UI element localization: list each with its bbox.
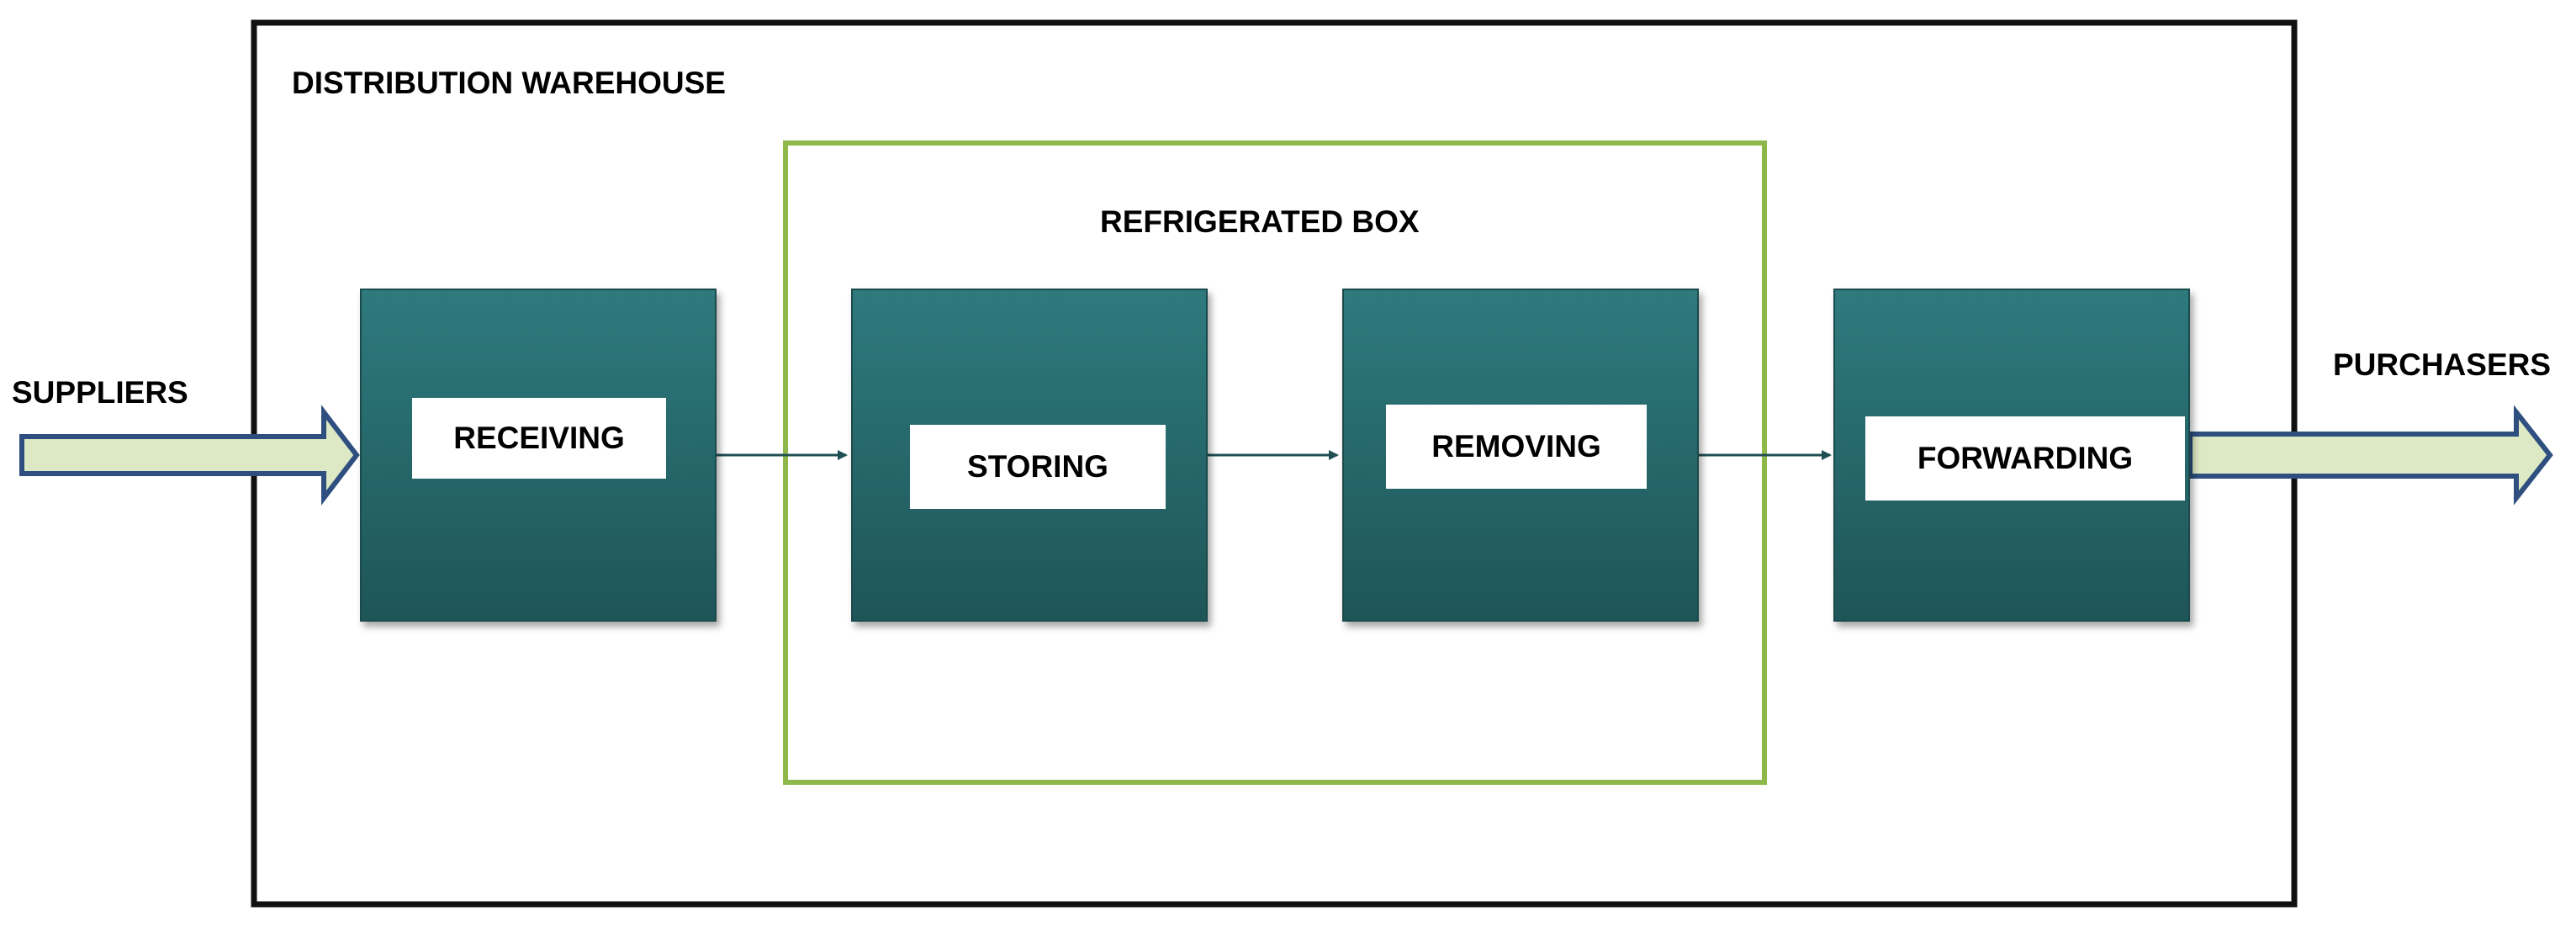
- suppliers-label: SUPPLIERS: [12, 375, 188, 410]
- stage-removing: REMOVING: [1342, 289, 1699, 622]
- stage-receiving-label: RECEIVING: [453, 421, 625, 455]
- stage-storing-label-box: STORING: [910, 425, 1166, 509]
- stage-removing-label: REMOVING: [1431, 429, 1601, 464]
- stage-forwarding: FORWARDING: [1833, 289, 2190, 622]
- stage-storing: STORING: [851, 289, 1208, 622]
- stage-removing-label-box: REMOVING: [1386, 405, 1647, 489]
- purchasers-arrow: [2187, 405, 2553, 506]
- stage-receiving-label-box: RECEIVING: [412, 398, 666, 479]
- stage-receiving: RECEIVING: [360, 289, 717, 622]
- refrigerated-box-label: REFRIGERATED BOX: [1100, 204, 1420, 239]
- warehouse-label: DISTRIBUTION WAREHOUSE: [292, 66, 726, 100]
- purchasers-label: PURCHASERS: [2333, 347, 2552, 382]
- refrigerated-box-frame: [783, 140, 1767, 785]
- suppliers-arrow: [19, 405, 360, 506]
- stage-storing-label: STORING: [967, 449, 1108, 484]
- stage-forwarding-label: FORWARDING: [1917, 441, 2134, 475]
- stage-forwarding-label-box: FORWARDING: [1865, 416, 2185, 501]
